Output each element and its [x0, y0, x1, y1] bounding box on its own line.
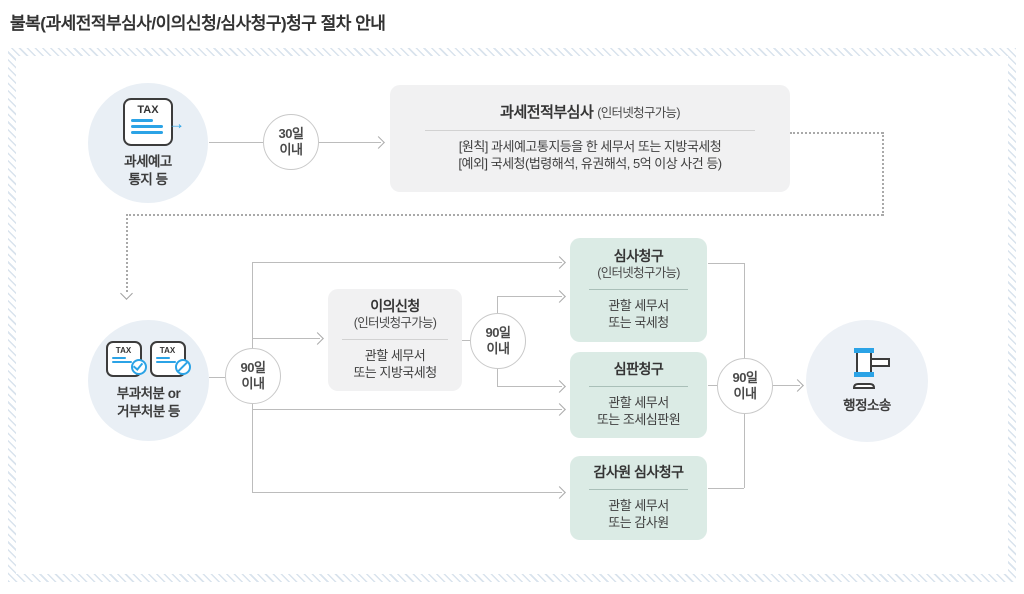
box-subtitle: (인터넷청구가능) [597, 106, 680, 121]
box-audit-review-request: 감사원 심사청구 관할 세무서 또는 감사원 [570, 456, 707, 540]
deadline-circle-30days: 30일 이내 [263, 114, 319, 170]
box-title: 심사청구 [613, 248, 664, 265]
dotted-line-right [790, 132, 883, 134]
box-title: 과세전적부심사 [500, 104, 594, 122]
deadline-circle-90days-second: 90일 이내 [470, 313, 526, 369]
tax-document-denied-icon: TAX [149, 340, 191, 377]
merge-line-review [708, 263, 744, 264]
box-subtitle: (인터넷청구가능) [597, 265, 680, 280]
arrow-to-lawsuit [772, 385, 800, 386]
merge-line-audit [708, 488, 744, 489]
box-rule-exception: [예외] 국세청(법령해석, 유권해석, 5억 이상 사건 등) [458, 156, 722, 172]
box-subtitle: (인터넷청구가능) [353, 315, 437, 330]
divider [589, 385, 688, 387]
deadline-circle-90days-first: 90일 이내 [225, 348, 281, 404]
deny-badge-icon [174, 358, 191, 375]
gavel-icon [852, 348, 890, 390]
box-objection: 이의신청 (인터넷청구가능) 관할 세무서 또는 지방국세청 [328, 289, 462, 391]
dotted-line-down [882, 132, 884, 216]
line-objection-to-90days [462, 340, 470, 341]
node-label: 행정소송 [843, 398, 891, 414]
merge-line-vertical-top [744, 263, 745, 359]
divider [589, 488, 688, 490]
merge-line-judgment [708, 385, 718, 386]
node-disposition: TAX TAX 부과처분 or 거부처분 등 [88, 320, 209, 441]
elbow-down [497, 366, 498, 386]
divider [342, 338, 448, 340]
tax-document-icon: TAX → [123, 97, 185, 146]
box-rule-principle: [원칙] 과세예고통지등을 한 세무서 또는 지방국세청 [458, 138, 722, 154]
node-tax-notice: TAX → 과세예고 통지 등 [88, 83, 208, 203]
deadline-circle-90days-third: 90일 이내 [717, 358, 773, 414]
box-title: 감사원 심사청구 [593, 464, 684, 481]
box-title: 이의신청 [370, 298, 420, 315]
box-pre-assessment-review: 과세전적부심사 (인터넷청구가능) [원칙] 과세예고통지등을 한 세무서 또는… [390, 85, 790, 192]
dotted-line-across [126, 214, 883, 216]
tax-document-approved-icon: TAX [105, 340, 147, 377]
check-badge-icon [130, 358, 147, 375]
box-title: 심판청구 [613, 361, 664, 378]
tax-doc-label: TAX [137, 103, 159, 116]
arrow-to-objection [252, 338, 320, 339]
arrow-30days-to-prereview [317, 142, 381, 143]
elbow-up [497, 296, 498, 315]
arrow-elbow-to-judgment [497, 386, 562, 387]
branch-line-down [252, 402, 253, 492]
dotted-line-to-disposition [126, 214, 128, 292]
merge-line-vertical-bottom [744, 412, 745, 488]
blue-arrow-icon: → [168, 113, 185, 133]
node-administrative-lawsuit: 행정소송 [806, 320, 928, 442]
arrow-elbow-to-review [497, 296, 562, 297]
line-notice-to-30days [209, 142, 263, 143]
node-label: 부과처분 or 거부처분 등 [116, 385, 181, 419]
arrow-direct-to-judgment [252, 409, 562, 410]
branch-line-up [252, 262, 253, 349]
arrow-to-audit [252, 492, 562, 493]
arrow-direct-to-review [252, 262, 562, 263]
node-label: 과세예고 통지 등 [124, 153, 172, 187]
line-disposition-to-90days [209, 377, 225, 378]
divider [589, 288, 688, 290]
divider [425, 129, 755, 131]
page-title: 불복(과세전적부심사/이의신청/심사청구)청구 절차 안내 [10, 14, 386, 33]
box-judgment-request: 심판청구 관할 세무서 또는 조세심판원 [570, 352, 707, 438]
box-review-request: 심사청구 (인터넷청구가능) 관할 세무서 또는 국세청 [570, 238, 707, 342]
